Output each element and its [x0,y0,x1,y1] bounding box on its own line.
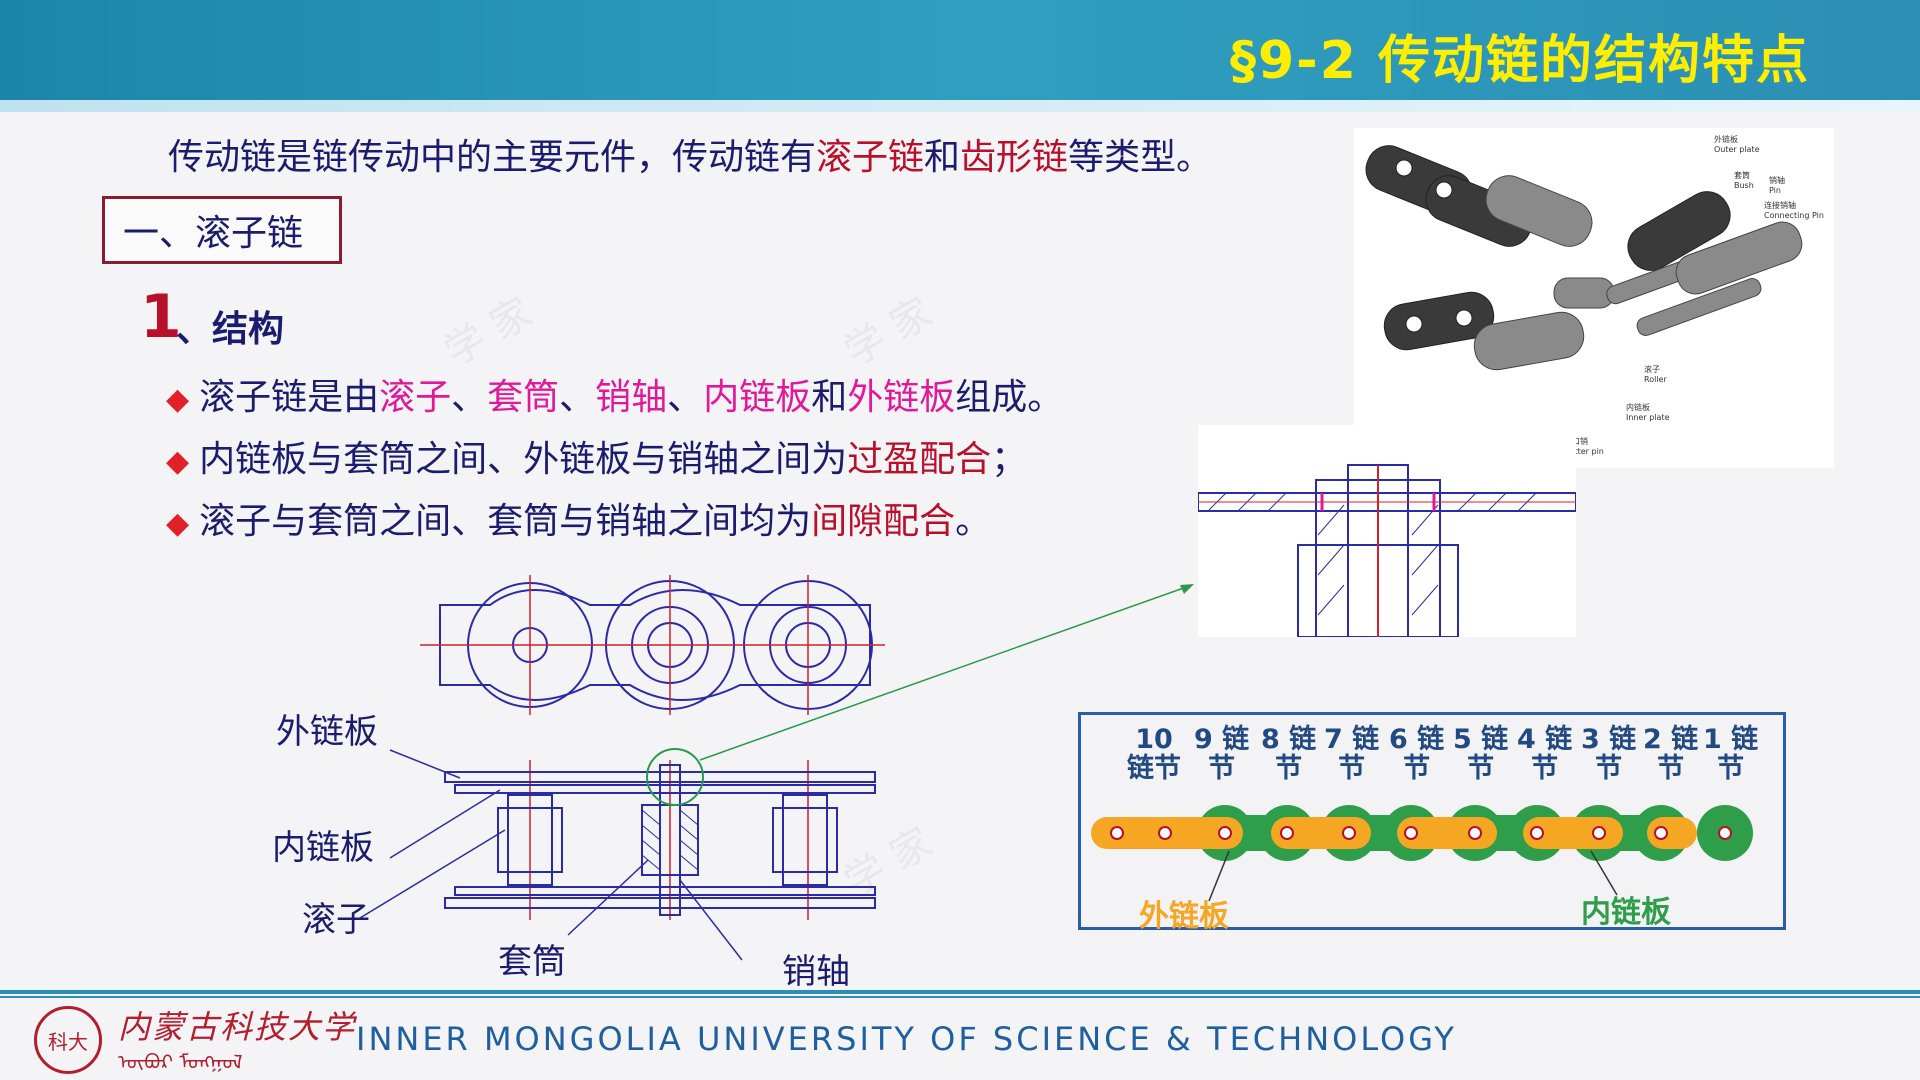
label-bush: 套筒 [498,942,566,982]
header-bar [0,0,1920,100]
slide-title: §9-2 传动链的结构特点 [1229,31,1810,91]
svg-text:销轴: 销轴 [1769,175,1785,185]
university-name-cn: 内蒙古科技大学 [118,1008,357,1046]
svg-text:滚子: 滚子 [1644,364,1660,374]
label-outer-plate: 外链板 [276,712,378,752]
subsection-number: 1 [140,282,182,352]
svg-text:Pin: Pin [1769,186,1781,195]
svg-text:Inner plate: Inner plate [1626,413,1670,422]
pitch-label: 4 链 节 [1517,724,1573,784]
pitch-label: 7 链 节 [1324,724,1380,784]
chain-exploded-photo: 外链板 Outer plate 套筒 Bush 销轴 Pin 连接销轴 Conn… [1354,128,1834,468]
label-roller: 滚子 [302,900,370,940]
bullet-diamond-icon: ◆ [166,506,190,541]
svg-text:Roller: Roller [1644,375,1667,384]
label-pin: 销轴 [782,952,850,992]
pitch-label: 9 链 节 [1194,724,1250,784]
bullet-clearance-fit: ◆滚子与套筒之间、套筒与销轴之间均为间隙配合。 [166,501,992,542]
subsection-label: 、结构 [176,309,285,350]
bullet-interference-fit: ◆内链板与套筒之间、外链板与销轴之间为过盈配合； [166,439,1028,480]
chain-link-count-diagram: 10 链节 9 链 节 8 链 节 7 链 节 6 链 节 5 链 节 4 链 … [1078,712,1786,934]
svg-text:连接销轴: 连接销轴 [1764,200,1796,210]
pitch-label: 2 链 节 [1643,724,1699,784]
svg-text:Connecting Pin: Connecting Pin [1764,211,1824,220]
bullet-diamond-icon: ◆ [166,444,190,479]
pitch-label: 3 链 节 [1581,724,1637,784]
outer-plate-label: 外链板 [1139,899,1229,934]
svg-text:套筒: 套筒 [1734,170,1750,180]
svg-text:Cotter pin: Cotter pin [1564,447,1604,456]
university-name-en: INNER MONGOLIA UNIVERSITY OF SCIENCE & T… [356,1020,1457,1058]
label-inner-plate: 内链板 [272,828,374,868]
pitch-label: 10 链节 [1127,724,1181,784]
svg-text:开口销: 开口销 [1564,436,1588,446]
pitch-label: 1 链 节 [1703,724,1759,784]
university-name-mongolian: ᠥᠪᠦᠷ ᠮᠣᠩᠭᠣᠯ [118,1050,243,1074]
roller-chain-term: 滚子链 [816,137,925,178]
university-seal-icon: 科大 [34,1006,102,1074]
fit-detail-inset [1197,425,1577,638]
header-strip [0,100,1920,112]
svg-text:内链板: 内链板 [1626,402,1650,412]
intro-text: 传动链是链传动中的主要元件，传动链有滚子链和齿形链等类型。 [168,137,1213,178]
svg-text:Bush: Bush [1734,181,1754,190]
pitch-label: 5 链 节 [1453,724,1509,784]
pitch-label: 6 链 节 [1389,724,1445,784]
bullet-components: ◆滚子链是由滚子、套筒、销轴、内链板和外链板组成。 [166,377,1064,418]
section-heading: 一、滚子链 [102,196,342,264]
pitch-label: 8 链 节 [1261,724,1317,784]
footer-divider [0,990,1920,994]
tooth-chain-term: 齿形链 [960,137,1069,178]
bullet-diamond-icon: ◆ [166,382,190,417]
svg-text:Outer plate: Outer plate [1714,145,1760,154]
inner-plate-label: 内链板 [1581,895,1671,930]
footer-divider [0,996,1920,998]
photo-label-outer: 外链板 [1714,134,1738,144]
